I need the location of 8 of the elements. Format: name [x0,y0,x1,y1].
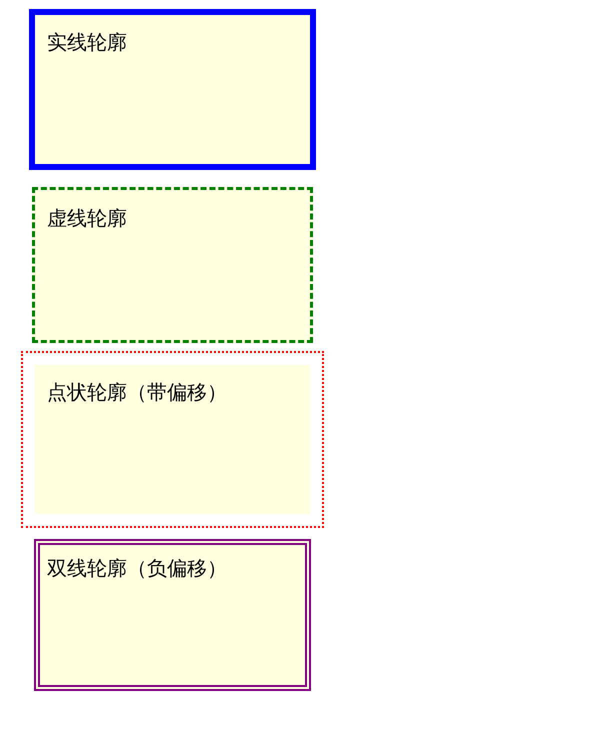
dotted-outline-box [21,351,324,528]
heading-text: 虚线轮廓 [47,205,127,231]
solid-border-box [29,9,316,170]
double-border-box [34,539,311,691]
heading-text: 点状轮廓（带偏移） [47,379,227,405]
heading-text: 实线轮廓 [47,29,127,55]
heading-text: 双线轮廓（负偏移） [47,555,227,581]
dashed-border-box [32,187,313,343]
